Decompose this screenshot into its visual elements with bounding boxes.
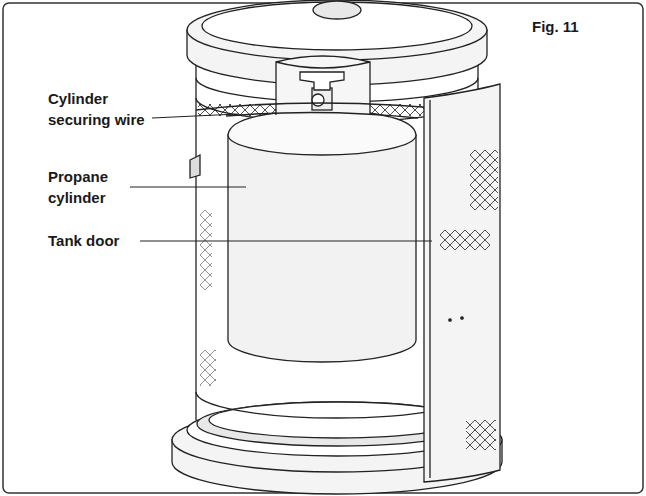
- figure-number: Fig. 11: [532, 16, 632, 37]
- part-label: Tank door: [48, 230, 148, 251]
- tank-door: [424, 84, 500, 482]
- part-label: Cylinder securing wire: [48, 88, 156, 130]
- leader-lines: [130, 114, 432, 241]
- part-label: Propane cylinder: [48, 166, 128, 208]
- frame: [3, 3, 643, 493]
